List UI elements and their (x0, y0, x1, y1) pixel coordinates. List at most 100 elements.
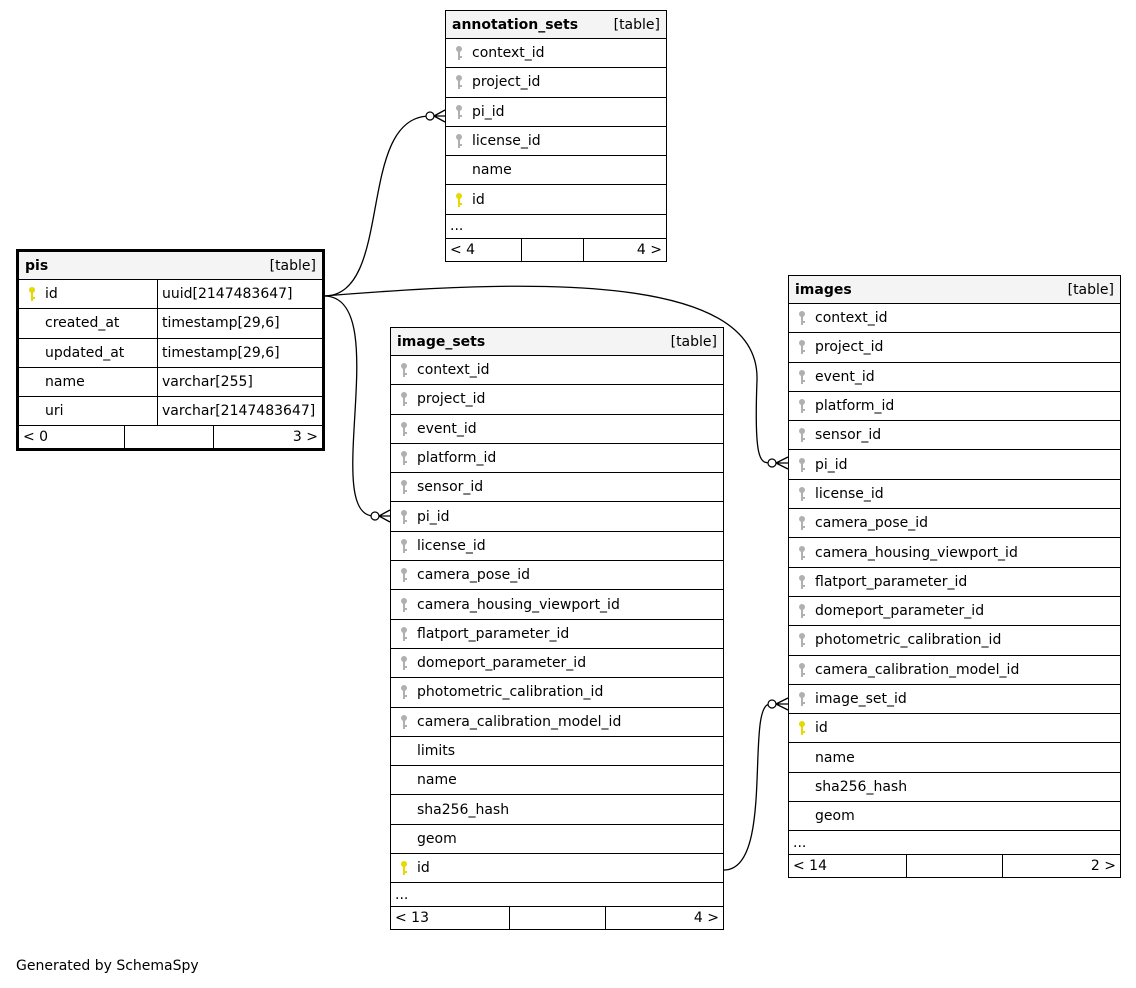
table-name: images (795, 281, 852, 298)
column-row[interactable]: domeport_parameter_id (391, 649, 723, 679)
parents-count[interactable]: < 14 (789, 855, 907, 878)
column-row[interactable]: uri varchar[2147483647] (19, 397, 322, 427)
foreign-key-icon (789, 545, 815, 561)
column-row[interactable]: sha256_hash (789, 773, 1120, 803)
column-name: event_id (417, 420, 477, 437)
children-count[interactable]: 3 > (292, 429, 318, 446)
parents-count[interactable]: < 4 (446, 238, 522, 261)
column-row[interactable]: pi_id (391, 502, 723, 532)
column-row[interactable]: name (789, 743, 1120, 773)
column-type: varchar[2147483647] (157, 397, 322, 426)
table-type: [table] (1067, 281, 1114, 298)
column-name: sha256_hash (417, 801, 510, 818)
crowfoot (433, 109, 446, 123)
edge-image-sets-images (723, 703, 771, 871)
column-row[interactable]: image_set_id (789, 685, 1120, 715)
column-row[interactable]: camera_housing_viewport_id (789, 538, 1120, 568)
column-row[interactable]: id (391, 854, 723, 884)
column-row[interactable]: geom (789, 802, 1120, 832)
table-type: [table] (670, 333, 717, 350)
column-type: varchar[255] (157, 367, 322, 397)
column-row[interactable]: license_id (446, 127, 666, 157)
parents-count[interactable]: < 0 (19, 426, 125, 449)
column-row[interactable]: flatport_parameter_id (391, 620, 723, 649)
column-name: flatport_parameter_id (417, 625, 570, 642)
column-row[interactable]: pi_id (446, 98, 666, 127)
column-name: pi_id (472, 103, 505, 120)
table-footer: < 4 4 > (446, 238, 666, 261)
column-name: event_id (815, 368, 875, 385)
column-name: image_set_id (815, 691, 907, 707)
foreign-key-icon (789, 662, 815, 678)
column-name: name (417, 772, 457, 789)
column-row[interactable]: context_id (391, 356, 723, 386)
column-row[interactable]: project_id (789, 333, 1120, 363)
column-row[interactable]: platform_id (391, 444, 723, 474)
column-row[interactable]: camera_pose_id (789, 509, 1120, 539)
column-row[interactable]: context_id (789, 304, 1120, 334)
column-row[interactable]: name (446, 156, 666, 186)
foreign-key-icon (789, 427, 815, 443)
column-row[interactable]: context_id (446, 39, 666, 69)
table-type: [table] (269, 257, 316, 274)
column-type: timestamp[29,6] (157, 338, 322, 367)
table-header: images [table] (789, 276, 1120, 304)
column-row[interactable]: limits (391, 737, 723, 767)
column-row[interactable]: photometric_calibration_id (789, 626, 1120, 656)
column-row[interactable]: pi_id (789, 450, 1120, 480)
column-name: camera_calibration_model_id (815, 661, 1020, 678)
foreign-key-icon (391, 567, 417, 583)
children-count[interactable]: 2 > (1090, 858, 1116, 875)
primary-key-icon (789, 720, 815, 736)
column-name: camera_calibration_model_id (417, 713, 622, 730)
column-name: domeport_parameter_id (815, 603, 985, 620)
column-row[interactable]: license_id (391, 532, 723, 562)
column-name: limits (417, 743, 456, 759)
column-row[interactable]: platform_id (789, 392, 1120, 422)
column-row[interactable]: id (446, 185, 666, 215)
column-row[interactable]: sha256_hash (391, 795, 723, 825)
column-name: project_id (815, 339, 884, 356)
column-name: geom (417, 830, 457, 847)
column-row[interactable]: geom (391, 825, 723, 855)
column-name: photometric_calibration_id (815, 632, 1002, 649)
column-row[interactable]: sensor_id (789, 421, 1120, 451)
column-row[interactable]: camera_calibration_model_id (391, 708, 723, 737)
column-row[interactable]: flatport_parameter_id (789, 568, 1120, 597)
column-row[interactable]: id (789, 714, 1120, 744)
column-row[interactable]: name (391, 766, 723, 796)
generated-by-label: Generated by SchemaSpy (16, 958, 199, 974)
foreign-key-icon (391, 655, 417, 671)
column-row[interactable]: license_id (789, 480, 1120, 510)
children-count[interactable]: 4 > (636, 241, 662, 258)
foreign-key-icon (789, 339, 815, 355)
footer-spacer (510, 907, 606, 930)
column-row[interactable]: camera_housing_viewport_id (391, 590, 723, 620)
parents-count[interactable]: < 13 (391, 907, 510, 930)
column-name: license_id (815, 485, 884, 502)
column-row[interactable]: camera_calibration_model_id (789, 656, 1120, 685)
table-name: annotation_sets (452, 16, 579, 33)
column-row[interactable]: event_id (391, 415, 723, 444)
column-name: pi_id (417, 508, 450, 525)
column-row[interactable]: domeport_parameter_id (789, 597, 1120, 627)
column-row[interactable]: project_id (391, 385, 723, 415)
column-name: uri (45, 403, 64, 420)
foreign-key-icon (391, 626, 417, 642)
table-header: annotation_sets [table] (446, 11, 666, 39)
children-count[interactable]: 4 > (693, 910, 719, 927)
column-row[interactable]: photometric_calibration_id (391, 678, 723, 708)
column-row[interactable]: sensor_id (391, 473, 723, 503)
column-row[interactable]: event_id (789, 363, 1120, 392)
column-row[interactable]: project_id (446, 68, 666, 98)
column-row[interactable]: camera_pose_id (391, 561, 723, 591)
